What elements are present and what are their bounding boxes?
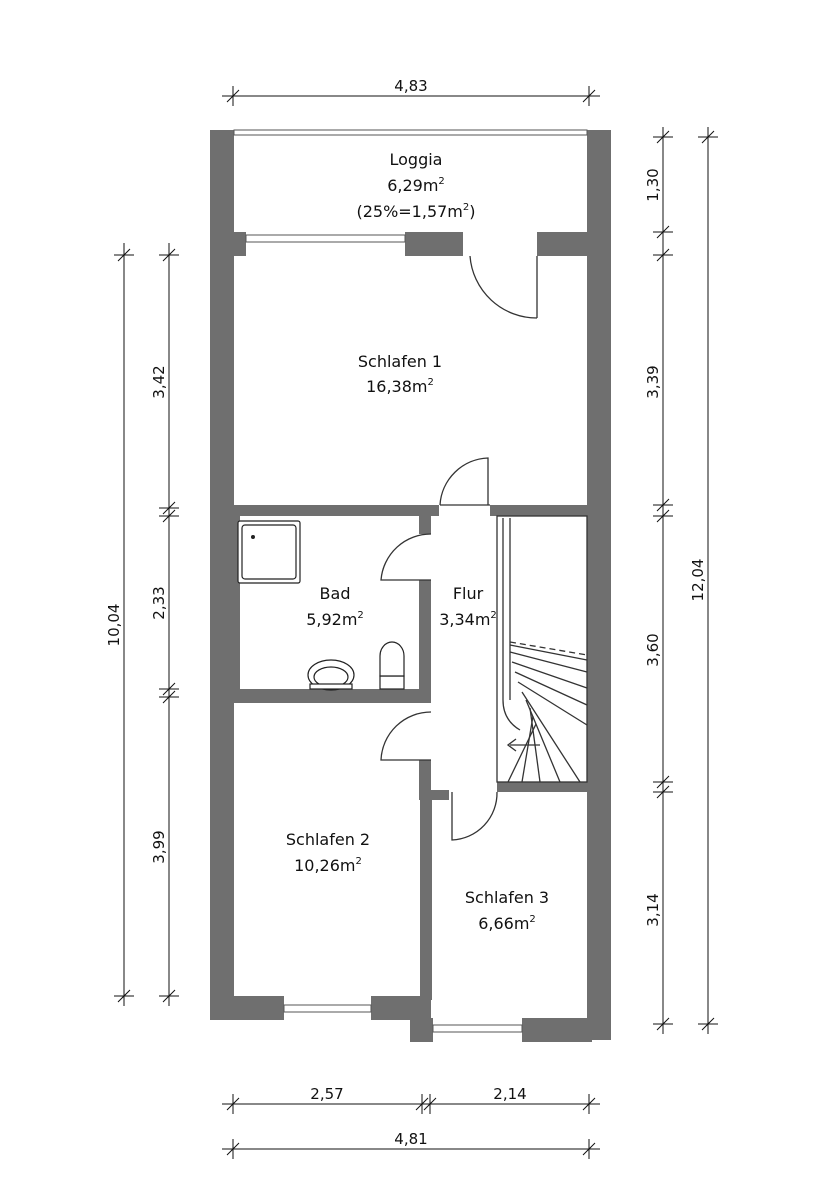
room-area: 6,29m bbox=[387, 176, 438, 195]
dimension-label: 3,60 bbox=[644, 633, 662, 666]
room-bad: Bad 5,92m2 bbox=[306, 584, 364, 629]
svg-text:10,26m2: 10,26m2 bbox=[294, 856, 362, 875]
dimension-label: 2,57 bbox=[310, 1085, 343, 1103]
svg-text:3,34m2: 3,34m2 bbox=[439, 610, 497, 629]
room-area: 5,92m bbox=[306, 610, 357, 629]
dimension-label: 2,33 bbox=[150, 586, 168, 619]
room-name: Schlafen 2 bbox=[286, 830, 370, 849]
dimension-label: 2,14 bbox=[493, 1085, 526, 1103]
room-name: Schlafen 1 bbox=[358, 352, 442, 371]
exterior-walls bbox=[210, 130, 611, 1042]
room-schlafen-3: Schlafen 3 6,66m2 bbox=[465, 888, 549, 933]
dimension-bottom-total: 4,81 bbox=[222, 1130, 600, 1159]
room-area: 10,26m bbox=[294, 856, 355, 875]
room-name: Loggia bbox=[390, 150, 443, 169]
dimension-left-total: 10,04 bbox=[105, 243, 134, 1006]
svg-text:5,92m2: 5,92m2 bbox=[306, 610, 364, 629]
dimension-bottom-split: 2,57 2,14 bbox=[222, 1085, 600, 1114]
dimension-right-total: 12,04 bbox=[689, 127, 718, 1034]
room-name: Flur bbox=[453, 584, 484, 603]
room-loggia: Loggia 6,29m2 (25%=1,57m2) bbox=[356, 150, 475, 221]
dimension-label: 10,04 bbox=[105, 604, 123, 647]
interior-walls bbox=[234, 505, 587, 1000]
dimension-top: 4,83 bbox=[222, 77, 600, 106]
svg-text:16,38m2: 16,38m2 bbox=[366, 377, 434, 396]
room-schlafen-1: Schlafen 1 16,38m2 bbox=[358, 352, 442, 396]
room-area: 16,38m bbox=[366, 377, 427, 396]
room-name: Bad bbox=[320, 584, 351, 603]
room-area: 6,66m bbox=[478, 914, 529, 933]
dimension-label: 3,99 bbox=[150, 830, 168, 863]
dimension-label: 4,83 bbox=[394, 77, 427, 95]
dimension-right-split: 1,30 3,39 3,60 3,14 bbox=[644, 127, 673, 1034]
svg-text:6,29m2: 6,29m2 bbox=[387, 176, 445, 195]
dimension-label: 3,14 bbox=[644, 893, 662, 926]
room-name: Schlafen 3 bbox=[465, 888, 549, 907]
windows bbox=[233, 129, 588, 1033]
room-note: (25%=1,57m bbox=[356, 202, 462, 221]
dimension-label: 3,39 bbox=[644, 365, 662, 398]
dimension-label: 1,30 bbox=[644, 168, 662, 201]
dimension-label: 4,81 bbox=[394, 1130, 427, 1148]
dimension-label: 3,42 bbox=[150, 365, 168, 398]
dimension-left-split: 3,42 2,33 3,99 bbox=[150, 243, 179, 1006]
room-schlafen-2: Schlafen 2 10,26m2 bbox=[286, 830, 370, 875]
room-area: 3,34m bbox=[439, 610, 490, 629]
svg-text:(25%=1,57m2): (25%=1,57m2) bbox=[356, 202, 475, 221]
svg-text:6,66m2: 6,66m2 bbox=[478, 914, 536, 933]
bathroom-fixtures bbox=[237, 520, 405, 691]
room-flur: Flur 3,34m2 bbox=[439, 584, 497, 629]
toilet bbox=[379, 675, 405, 690]
staircase bbox=[496, 515, 588, 783]
dimension-label: 12,04 bbox=[689, 559, 707, 602]
doors bbox=[380, 255, 538, 841]
